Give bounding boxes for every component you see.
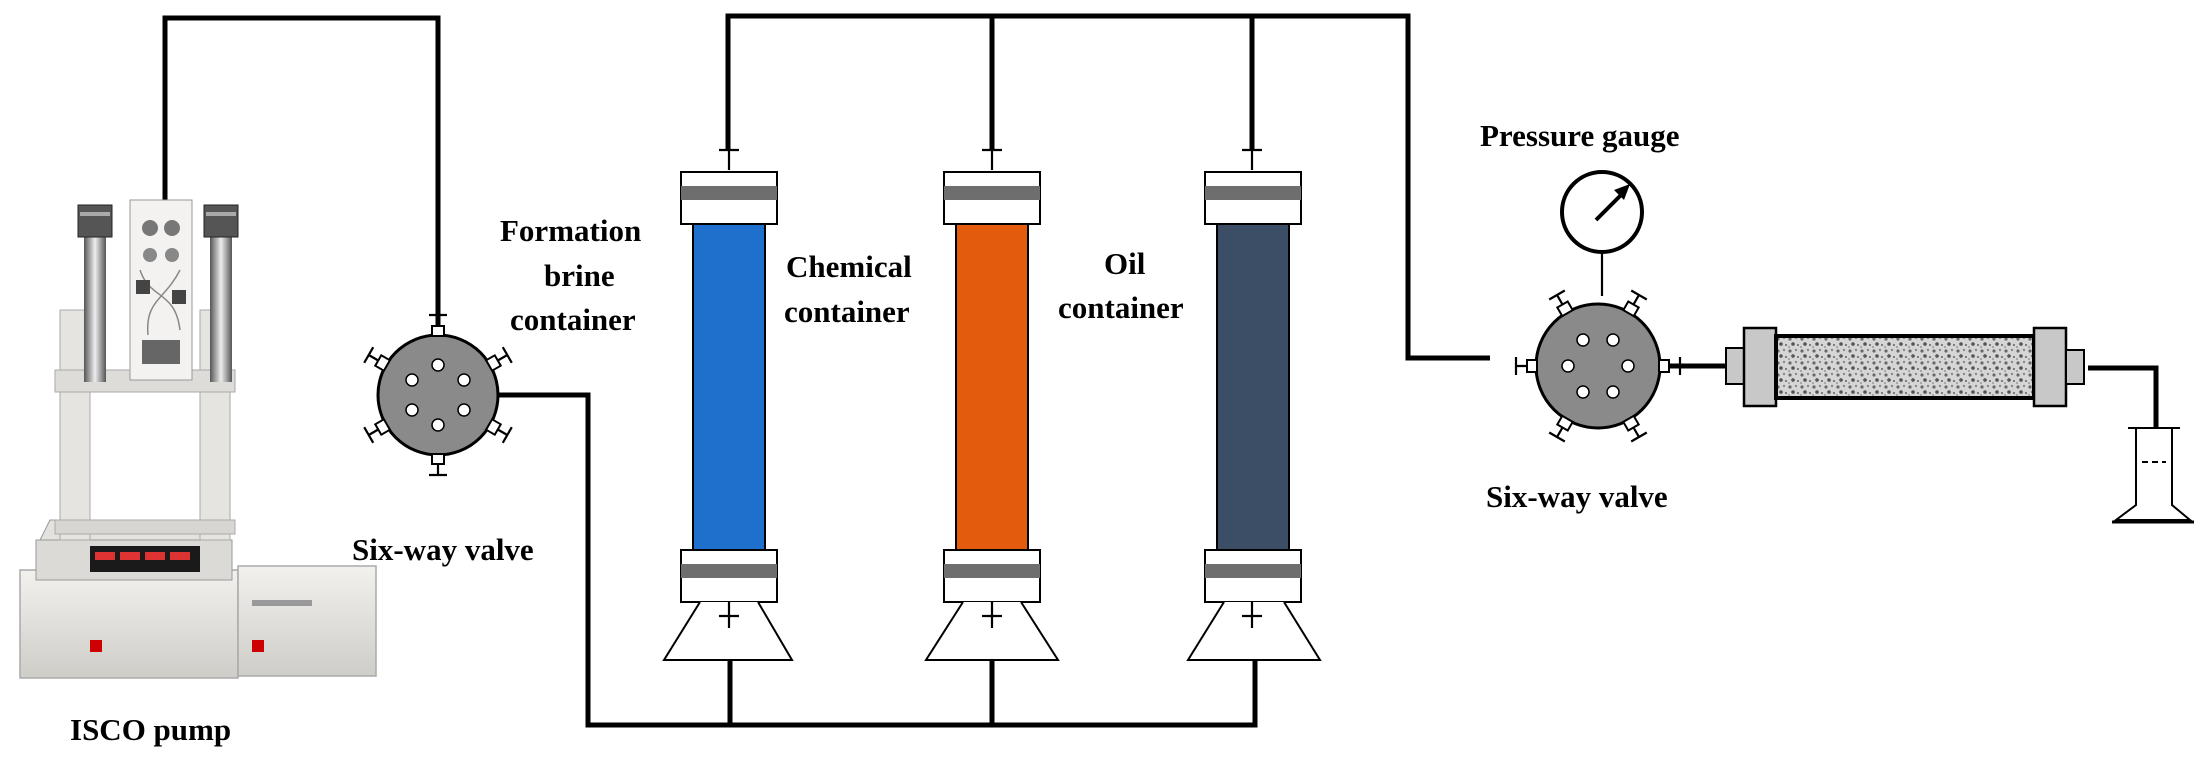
label-formation-brine-line2: brine xyxy=(544,258,615,293)
pipe-network xyxy=(162,13,2159,728)
label-isco-pump: ISCO pump xyxy=(70,712,231,747)
graduated-cylinder-icon xyxy=(2112,427,2194,524)
pipe-pump-to-left-valve xyxy=(162,15,441,340)
six-way-valve-icon xyxy=(363,313,513,477)
label-oil-line1: Oil xyxy=(1104,246,1146,281)
label-oil-line2: container xyxy=(1058,290,1184,325)
labels: ISCO pump Six-way valve Formation brine … xyxy=(70,118,1679,747)
six-way-valve-icon xyxy=(1514,289,1682,443)
label-chemical-line2: container xyxy=(784,294,910,329)
oil-container xyxy=(1186,148,1322,661)
pipe-core-to-cylinder xyxy=(2088,365,2159,430)
label-formation-brine-line3: container xyxy=(510,302,636,337)
isco-pump-icon xyxy=(19,199,377,679)
label-six-way-valve-left: Six-way valve xyxy=(352,532,534,567)
label-pressure-gauge: Pressure gauge xyxy=(1480,118,1679,153)
chemical-container xyxy=(924,148,1060,661)
formation-brine-container xyxy=(662,148,794,661)
pipe-top-manifold xyxy=(725,13,1490,361)
label-formation-brine-line1: Formation xyxy=(500,213,641,248)
pipe-left-valve-to-manifold xyxy=(498,392,1258,728)
label-chemical-line1: Chemical xyxy=(786,249,912,284)
pressure-gauge-icon xyxy=(1560,170,1644,254)
core-holder-icon xyxy=(1725,326,2085,408)
label-six-way-valve-right: Six-way valve xyxy=(1486,479,1668,514)
